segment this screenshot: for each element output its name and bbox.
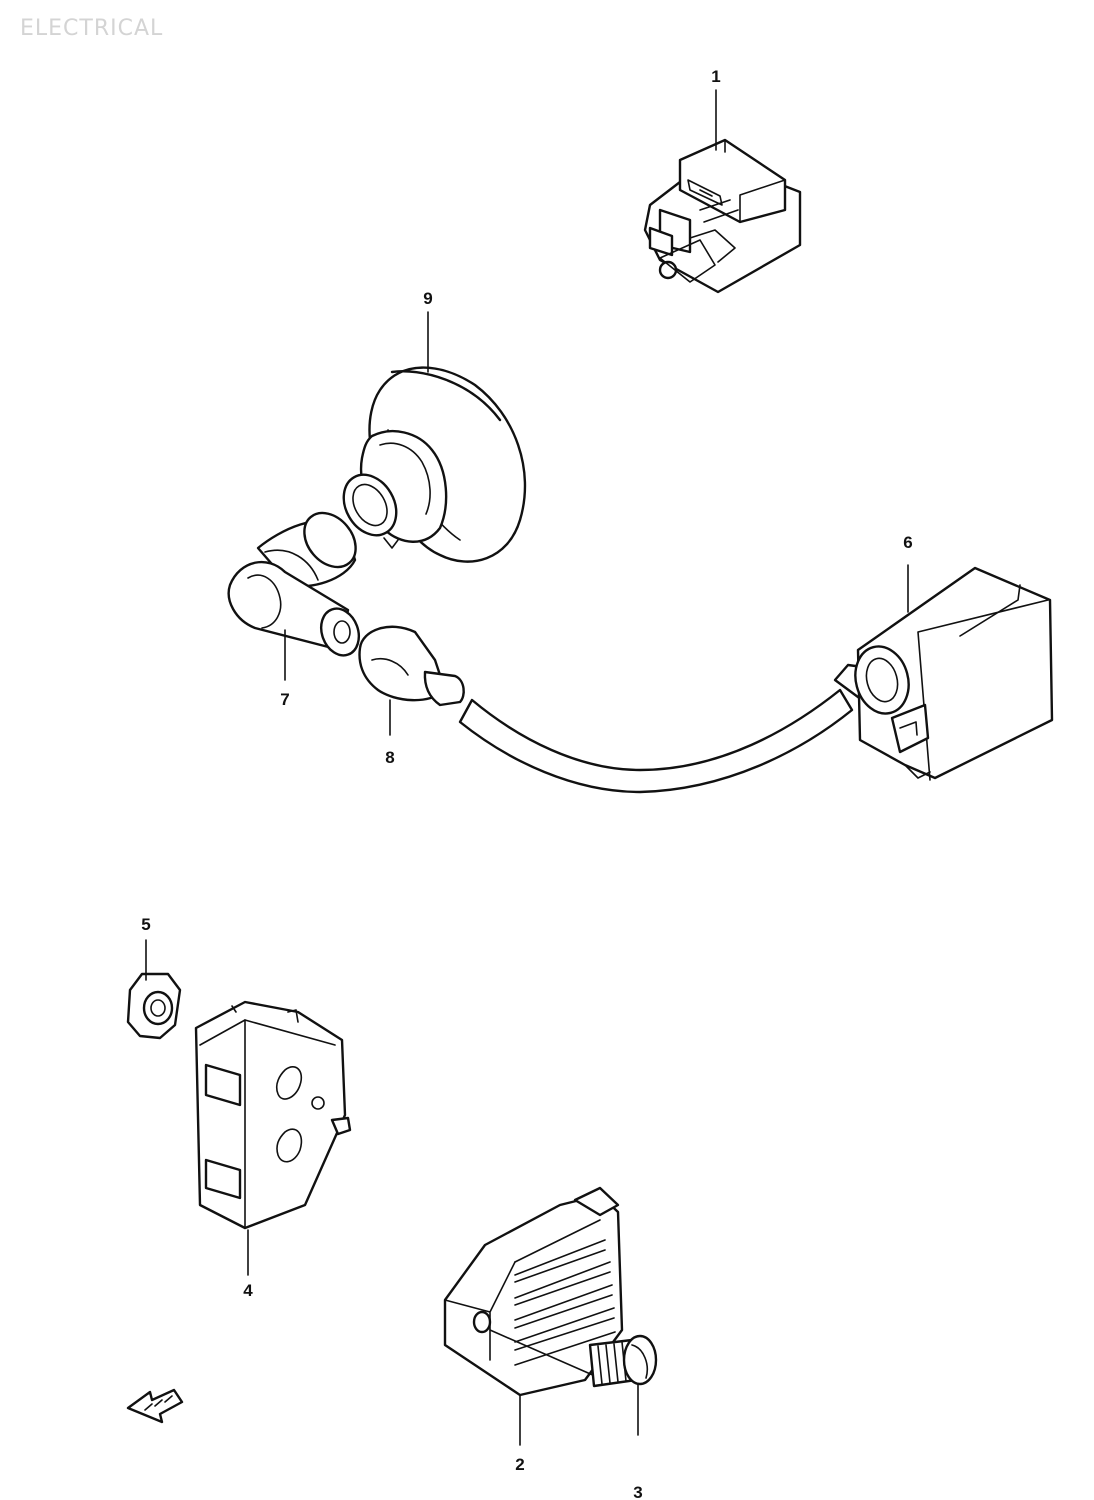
ignition-coil-icon[interactable] [458,566,1054,794]
callout-9[interactable]: 9 [423,289,432,308]
callout-6[interactable]: 6 [903,533,912,552]
callout-7[interactable]: 7 [280,690,289,709]
relay-icon[interactable] [643,138,802,294]
electrical-unit-icon[interactable] [194,1000,352,1230]
callout-1[interactable]: 1 [711,67,720,86]
screw-icon[interactable] [489,1329,658,1388]
callout-8[interactable]: 8 [385,748,394,767]
front-arrow-icon [126,1388,184,1424]
callout-2[interactable]: 2 [515,1455,524,1474]
seal-icon[interactable] [358,625,465,707]
plug-cap-icon[interactable] [227,503,366,661]
plug-cover-icon[interactable] [333,366,527,563]
regulator-rectifier-icon[interactable] [443,1186,624,1397]
nut-icon[interactable] [126,972,182,1040]
callout-3[interactable]: 3 [633,1483,642,1500]
callout-5[interactable]: 5 [141,915,150,934]
section-watermark: ELECTRICAL [20,16,164,41]
callout-4[interactable]: 4 [243,1281,253,1300]
